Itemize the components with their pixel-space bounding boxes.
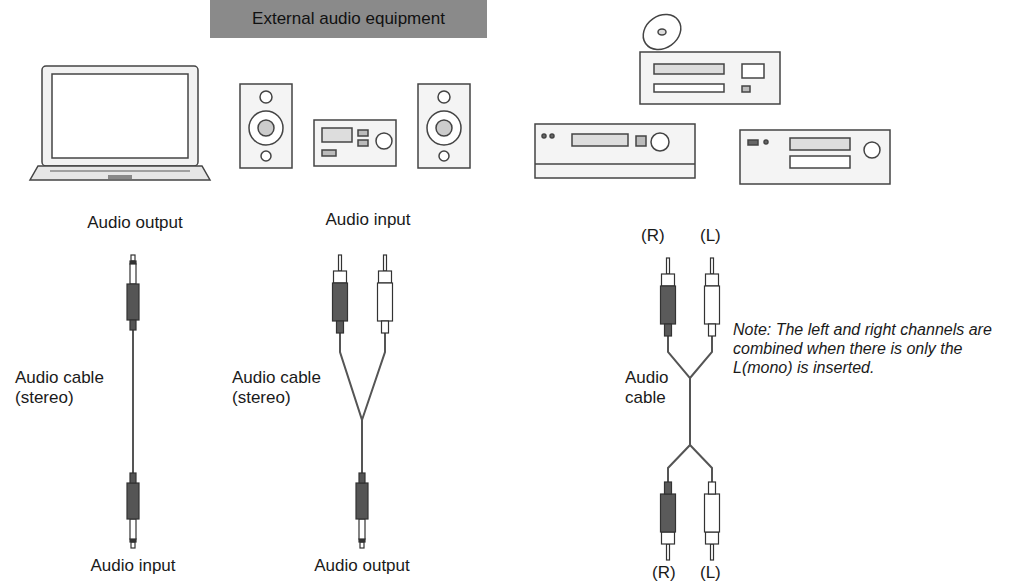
plug-part [661,494,676,532]
channel-label: (R) [641,226,665,246]
plug-part [127,284,139,320]
plug-part [709,324,716,336]
plug-part [360,542,364,548]
plug-part [130,320,136,330]
heading-band: External audio equipment [210,0,487,38]
plug-part [711,544,714,560]
note-text: Note: The left and right channels are co… [733,320,1018,378]
channel-label: (L) [700,563,721,583]
cable-label: Audio cable (stereo) [232,368,342,409]
plug-part [378,283,393,321]
plug-part [356,483,368,519]
stereo-system [240,84,470,168]
video-players [535,7,890,184]
plug-part [131,542,135,548]
cable-label: Audio cable (stereo) [15,368,125,409]
plug-part [359,519,365,539]
plug-part [667,258,670,274]
plug-part [130,473,136,483]
port-label: Audio output [35,213,235,233]
plug-part [130,519,136,539]
plug-part [379,271,392,283]
plug-part [130,264,136,284]
plug-part [127,483,139,519]
plug-part [706,532,719,544]
plug-part [705,286,720,324]
plug-part [709,482,716,494]
cable-label: Audio cable [625,368,685,409]
heading-text: External audio equipment [252,9,445,29]
plug-part [667,544,670,560]
plug-part [333,283,348,321]
plug-part [711,258,714,274]
plug-part [661,286,676,324]
plug-part [665,482,672,494]
plug-part [382,321,389,333]
plug-part [334,271,347,283]
plug-part [665,324,672,336]
channel-label: (R) [652,563,676,583]
plug-part [337,321,344,333]
plug-part [662,532,675,544]
port-label: Audio output [262,556,462,576]
plugs [127,255,720,560]
plug-part [706,274,719,286]
audio-cables [133,330,712,482]
port-label: Audio input [33,556,233,576]
plug-part [131,255,135,261]
plug-part [339,255,342,271]
plug-part [662,274,675,286]
channel-label: (L) [700,226,721,246]
port-label: Audio input [268,210,468,230]
plug-part [384,255,387,271]
plug-part [359,473,365,483]
laptop [30,66,210,180]
plug-part [705,494,720,532]
